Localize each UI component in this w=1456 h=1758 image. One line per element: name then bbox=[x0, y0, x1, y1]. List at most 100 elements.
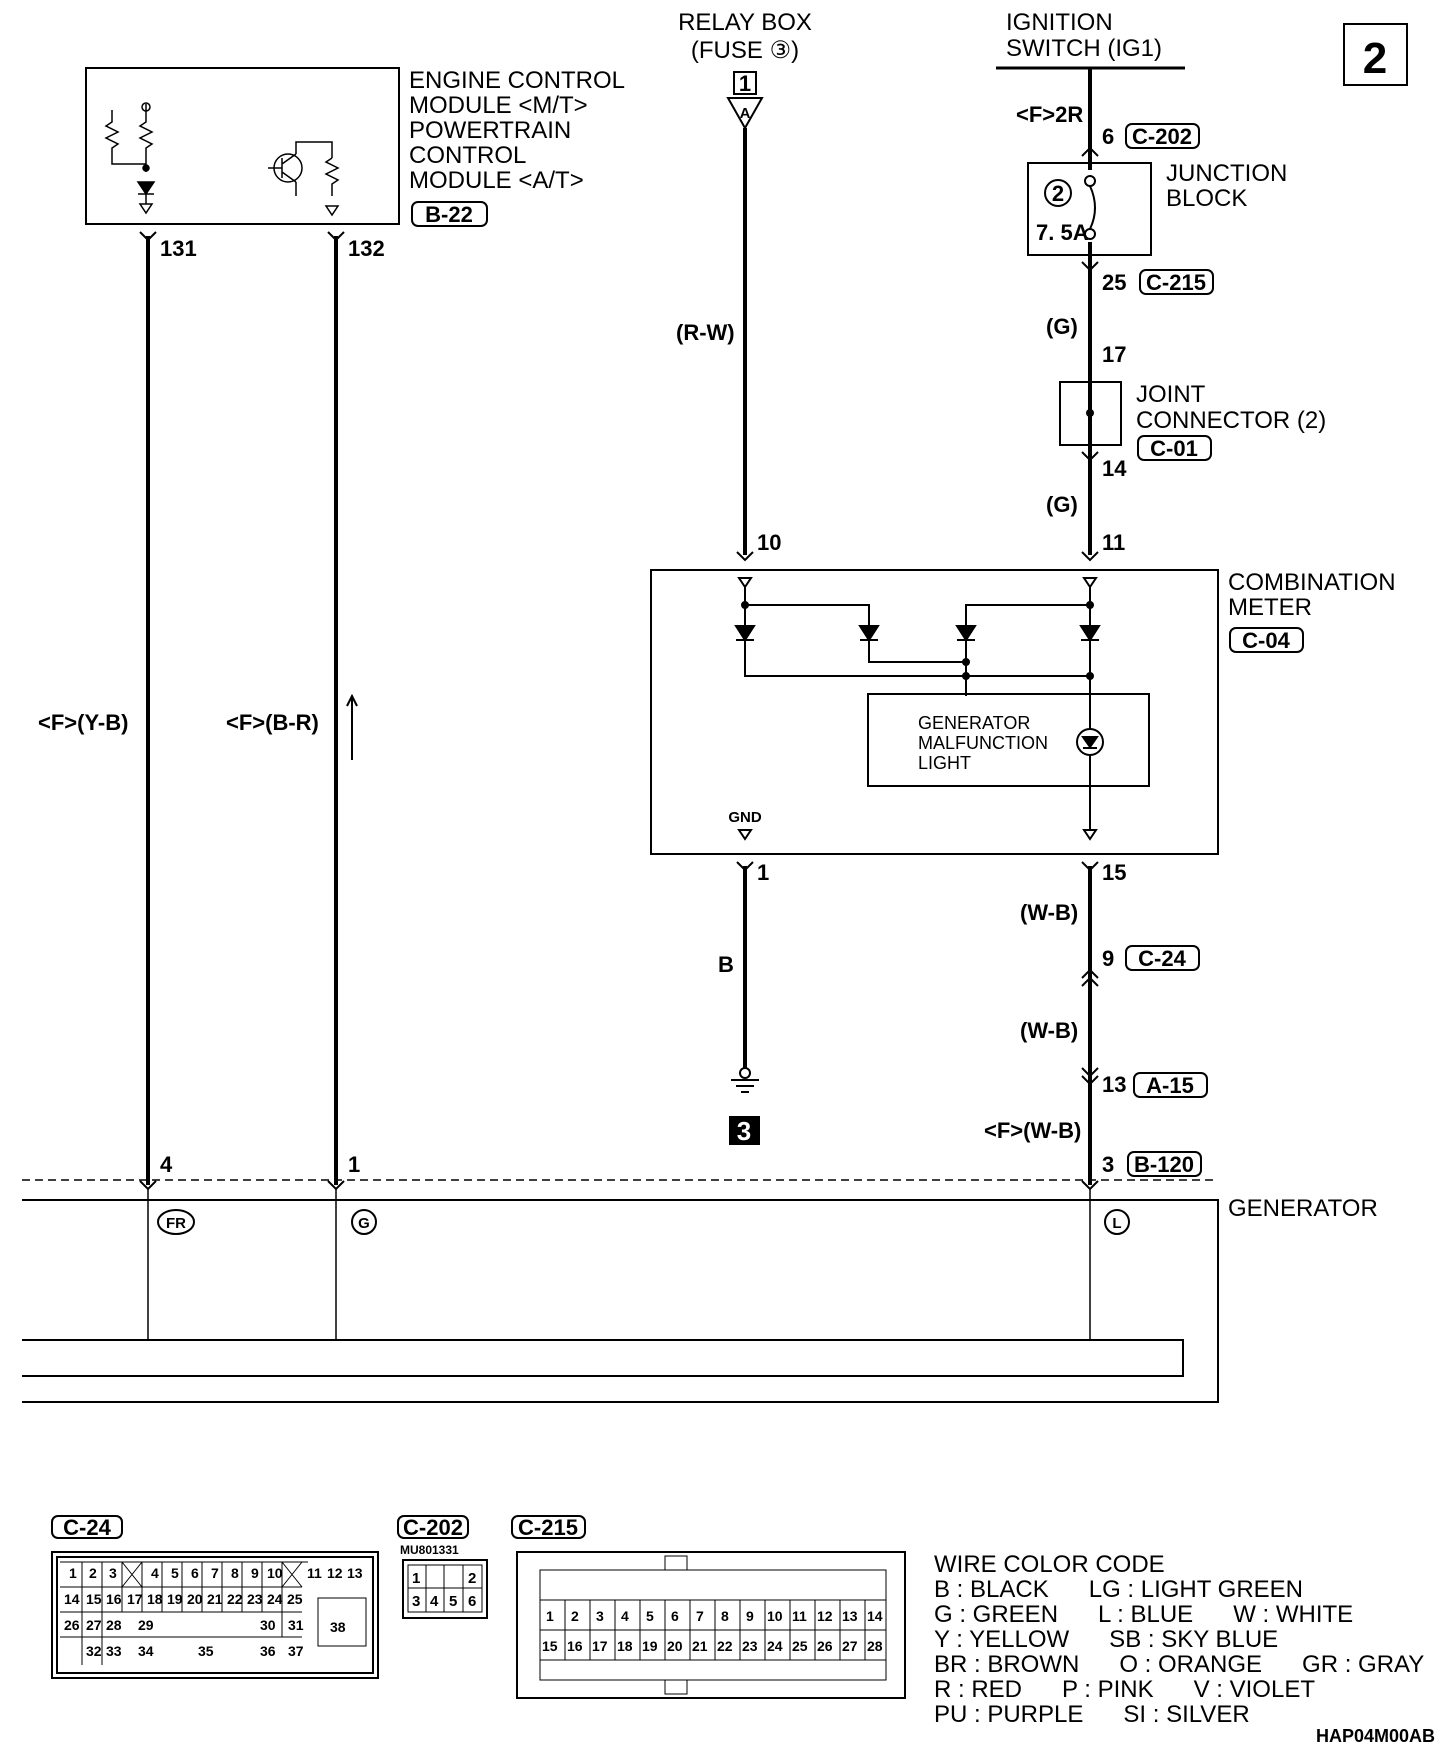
wire-label-ig-1: (G) bbox=[1046, 314, 1078, 339]
c215-cell: 26 bbox=[817, 1638, 833, 1654]
gen-term-l: L bbox=[1112, 1215, 1121, 1232]
c215-cell: 12 bbox=[817, 1608, 833, 1624]
meter-connector: C-04 bbox=[1242, 628, 1290, 653]
c24-cell: 9 bbox=[251, 1565, 259, 1581]
junction-block-box bbox=[1027, 162, 1152, 256]
c24-cell: 5 bbox=[171, 1565, 179, 1581]
c202-cell: 6 bbox=[468, 1593, 476, 1610]
wire-label-out-2: (W-B) bbox=[1020, 1018, 1078, 1043]
gen-term-g: G bbox=[358, 1215, 370, 1232]
generator-outline bbox=[22, 1199, 1219, 1403]
wire-label-relay: (R-W) bbox=[676, 320, 735, 345]
jb-conn-out-tag bbox=[1139, 269, 1214, 295]
gen-conn: B-120 bbox=[1134, 1152, 1194, 1177]
c24-cell: 38 bbox=[330, 1619, 346, 1635]
generator-label: GENERATOR bbox=[1228, 1195, 1378, 1222]
c24-cell: 13 bbox=[347, 1565, 363, 1581]
ecm-line-4: CONTROL bbox=[409, 142, 526, 169]
ecm-internal-symbol bbox=[104, 102, 340, 217]
c24-cell: 14 bbox=[64, 1591, 80, 1607]
c24-cell: 33 bbox=[106, 1643, 122, 1659]
ignition-label: <F>2R bbox=[1016, 102, 1083, 127]
gen-conn-tag bbox=[1127, 1151, 1202, 1177]
c24-cell: 27 bbox=[86, 1617, 102, 1633]
c24-cell: 18 bbox=[147, 1591, 163, 1607]
c24-cell: 15 bbox=[86, 1591, 102, 1607]
page-badge: 2 bbox=[1363, 34, 1387, 83]
gen-pin-4: 4 bbox=[160, 1152, 173, 1177]
combination-meter-box bbox=[650, 569, 1219, 855]
relay-box-line-2: (FUSE ③) bbox=[691, 37, 799, 64]
c215-cell: 10 bbox=[767, 1608, 783, 1624]
c215-cell: 25 bbox=[792, 1638, 808, 1654]
meter-line-1: COMBINATION bbox=[1228, 569, 1396, 596]
c24-cell: 24 bbox=[267, 1591, 283, 1607]
c215-cell: 11 bbox=[792, 1608, 807, 1624]
c24-cell: 31 bbox=[288, 1617, 304, 1633]
c24-cell: 29 bbox=[138, 1617, 154, 1633]
jb-conn-in: C-202 bbox=[1132, 124, 1192, 149]
gen-term-fr: FR bbox=[166, 1215, 186, 1232]
c24-cell: 17 bbox=[127, 1591, 143, 1607]
wire-label-ground: B bbox=[718, 952, 734, 977]
c215-cell: 7 bbox=[696, 1608, 704, 1624]
wire-color-line-3: Y : YELLOW SB : SKY BLUE bbox=[934, 1626, 1278, 1653]
ground-number: 3 bbox=[737, 1116, 751, 1146]
c24-cell: 2 bbox=[89, 1565, 97, 1581]
c24-cell: 34 bbox=[138, 1643, 154, 1659]
c215-cell: 21 bbox=[692, 1638, 708, 1654]
wire-label-fr: <F>(Y-B) bbox=[38, 710, 128, 735]
a15-conn: A-15 bbox=[1146, 1073, 1194, 1098]
gen-pin-1: 1 bbox=[348, 1152, 360, 1177]
meter-pin-1: 1 bbox=[757, 860, 769, 885]
lamp-line-2: MALFUNCTION bbox=[918, 733, 1048, 753]
c202-part: MU801331 bbox=[400, 1543, 459, 1557]
wire-label-out-1: (W-B) bbox=[1020, 900, 1078, 925]
c215-cell: 14 bbox=[867, 1608, 883, 1624]
c24-cell: 30 bbox=[260, 1617, 276, 1633]
c215-view bbox=[516, 1551, 906, 1699]
ecm-line-3: POWERTRAIN bbox=[409, 117, 571, 144]
c24-view-label: C-24 bbox=[63, 1515, 111, 1540]
wire-color-line-5: R : RED P : PINK V : VIOLET bbox=[934, 1676, 1315, 1703]
jc-line-2: CONNECTOR (2) bbox=[1136, 407, 1326, 434]
c24-cell: 6 bbox=[191, 1565, 199, 1581]
jb-fuse-no: 2 bbox=[1052, 181, 1064, 206]
jb-line-1: JUNCTION bbox=[1166, 160, 1287, 187]
c215-cell: 9 bbox=[746, 1608, 754, 1624]
c24-tag bbox=[1125, 945, 1200, 971]
wire-color-line-4: BR : BROWN O : ORANGE GR : GRAY bbox=[934, 1651, 1424, 1678]
ground-number-box bbox=[729, 1116, 760, 1145]
jc-conn-tag bbox=[1137, 435, 1212, 461]
c24-cell: 4 bbox=[151, 1565, 159, 1581]
ecm-connector: B-22 bbox=[425, 202, 473, 227]
meter-pin-15: 15 bbox=[1102, 860, 1126, 885]
ignition-line-1: IGNITION bbox=[1006, 9, 1113, 36]
jc-pin-17: 17 bbox=[1102, 342, 1126, 367]
a15-tag bbox=[1133, 1072, 1208, 1098]
relay-box-line-1: RELAY BOX bbox=[678, 9, 812, 36]
jb-pin-25: 25 bbox=[1102, 270, 1126, 295]
jc-connector: C-01 bbox=[1150, 436, 1198, 461]
c215-cell: 8 bbox=[721, 1608, 729, 1624]
c202-cell: 3 bbox=[412, 1593, 420, 1610]
wire-color-title: WIRE COLOR CODE bbox=[934, 1551, 1165, 1578]
c24-cell: 36 bbox=[260, 1643, 276, 1659]
c215-cell: 24 bbox=[767, 1638, 783, 1654]
wire-color-line-2: G : GREEN L : BLUE W : WHITE bbox=[934, 1601, 1353, 1628]
jc-pin-14: 14 bbox=[1102, 456, 1127, 481]
c24-cell: 21 bbox=[207, 1591, 223, 1607]
c24-cell: 28 bbox=[106, 1617, 122, 1633]
c24-cell: 22 bbox=[227, 1591, 243, 1607]
c215-cell: 13 bbox=[842, 1608, 858, 1624]
c24-cell: 11 bbox=[307, 1565, 322, 1581]
ecm-line-5: MODULE <A/T> bbox=[409, 167, 584, 194]
c202-cell: 2 bbox=[468, 1570, 476, 1587]
c24-cell: 35 bbox=[198, 1643, 214, 1659]
c24-cell: 8 bbox=[231, 1565, 239, 1581]
c24-cell: 23 bbox=[247, 1591, 263, 1607]
c202-view-label: C-202 bbox=[403, 1515, 463, 1540]
c24-view-pins: 1 2 3 4 5 6 7 8 9 10 11 12 13 14 15 16 1… bbox=[64, 1565, 363, 1659]
wire-label-ig-2: (G) bbox=[1046, 492, 1078, 517]
c202-view bbox=[402, 1559, 488, 1619]
